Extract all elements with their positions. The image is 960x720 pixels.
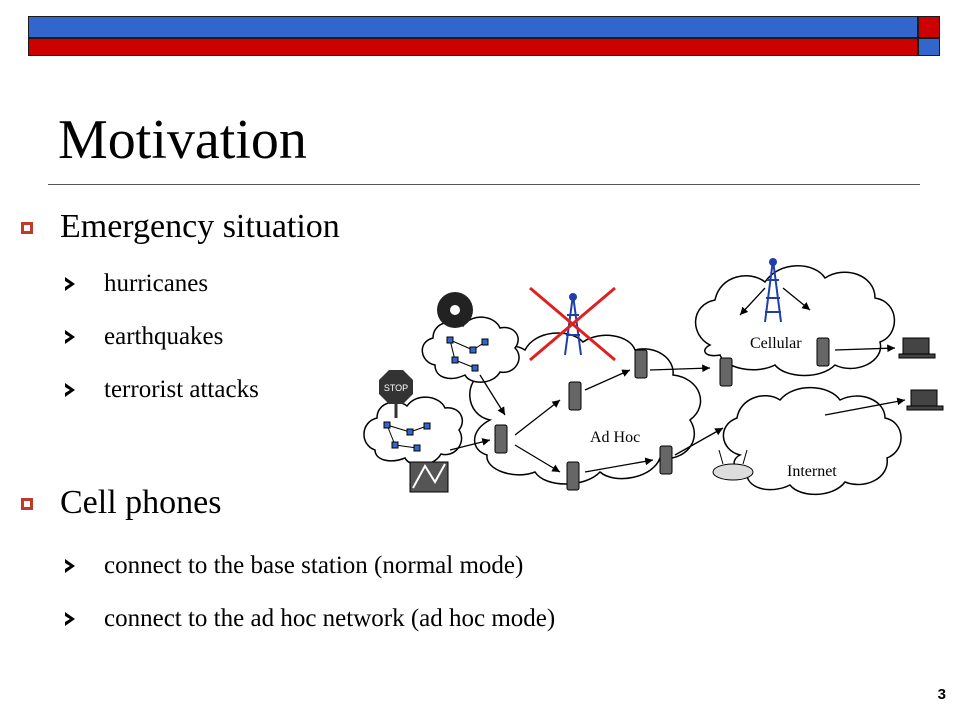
subitem-hurricanes: hurricanes xyxy=(104,270,209,297)
hollow-square-bullet-icon xyxy=(21,222,33,234)
biohazard-icon xyxy=(437,292,473,328)
subitem-earthquakes: earthquakes xyxy=(104,323,224,350)
header-red-bar xyxy=(28,38,918,56)
header-red-square xyxy=(918,16,940,38)
cloud-cellular xyxy=(694,265,896,377)
stop-sign-icon: STOP xyxy=(379,370,413,418)
label-adhoc: Ad Hoc xyxy=(590,429,640,446)
subitem-terrorist-attacks: terrorist attacks xyxy=(104,376,259,403)
title-underline xyxy=(48,184,920,185)
bullet-cell-phones: Cell phones xyxy=(60,484,222,521)
page-number: 3 xyxy=(937,686,946,703)
arrow-bullet-icon xyxy=(65,612,75,626)
header-blue-bar xyxy=(28,16,918,38)
failed-tower-icon xyxy=(529,286,616,362)
arrow-bullet-icon xyxy=(65,330,75,344)
filled-square-bullet-icon xyxy=(21,498,33,510)
link-arrows xyxy=(449,287,906,473)
cell-tower-icon xyxy=(764,258,782,323)
arrow-bullet-icon xyxy=(65,383,75,397)
phone-icons xyxy=(494,337,830,491)
subitem-adhoc-mode: connect to the ad hoc network (ad hoc mo… xyxy=(104,605,556,632)
router-icon xyxy=(712,449,754,481)
laptop-icons xyxy=(898,337,944,411)
label-cellular: Cellular xyxy=(750,335,802,352)
arrow-bullet-icon xyxy=(65,277,75,291)
arrow-bullet-icon xyxy=(65,559,75,573)
slide-title: Motivation xyxy=(58,109,307,171)
label-internet: Internet xyxy=(787,463,837,480)
stop-sign-label: STOP xyxy=(384,383,408,393)
earthquake-road-icon xyxy=(409,461,449,493)
mesh-graph-top xyxy=(446,336,489,372)
cloud-internet xyxy=(722,386,902,496)
header-blue-square xyxy=(918,38,940,56)
subitem-normal-mode: connect to the base station (normal mode… xyxy=(104,552,524,579)
network-diagram: STOP Cellular Ad Hoc Internet xyxy=(363,258,944,496)
mesh-graph-bottom xyxy=(383,421,431,452)
bullet-emergency: Emergency situation xyxy=(60,208,340,245)
